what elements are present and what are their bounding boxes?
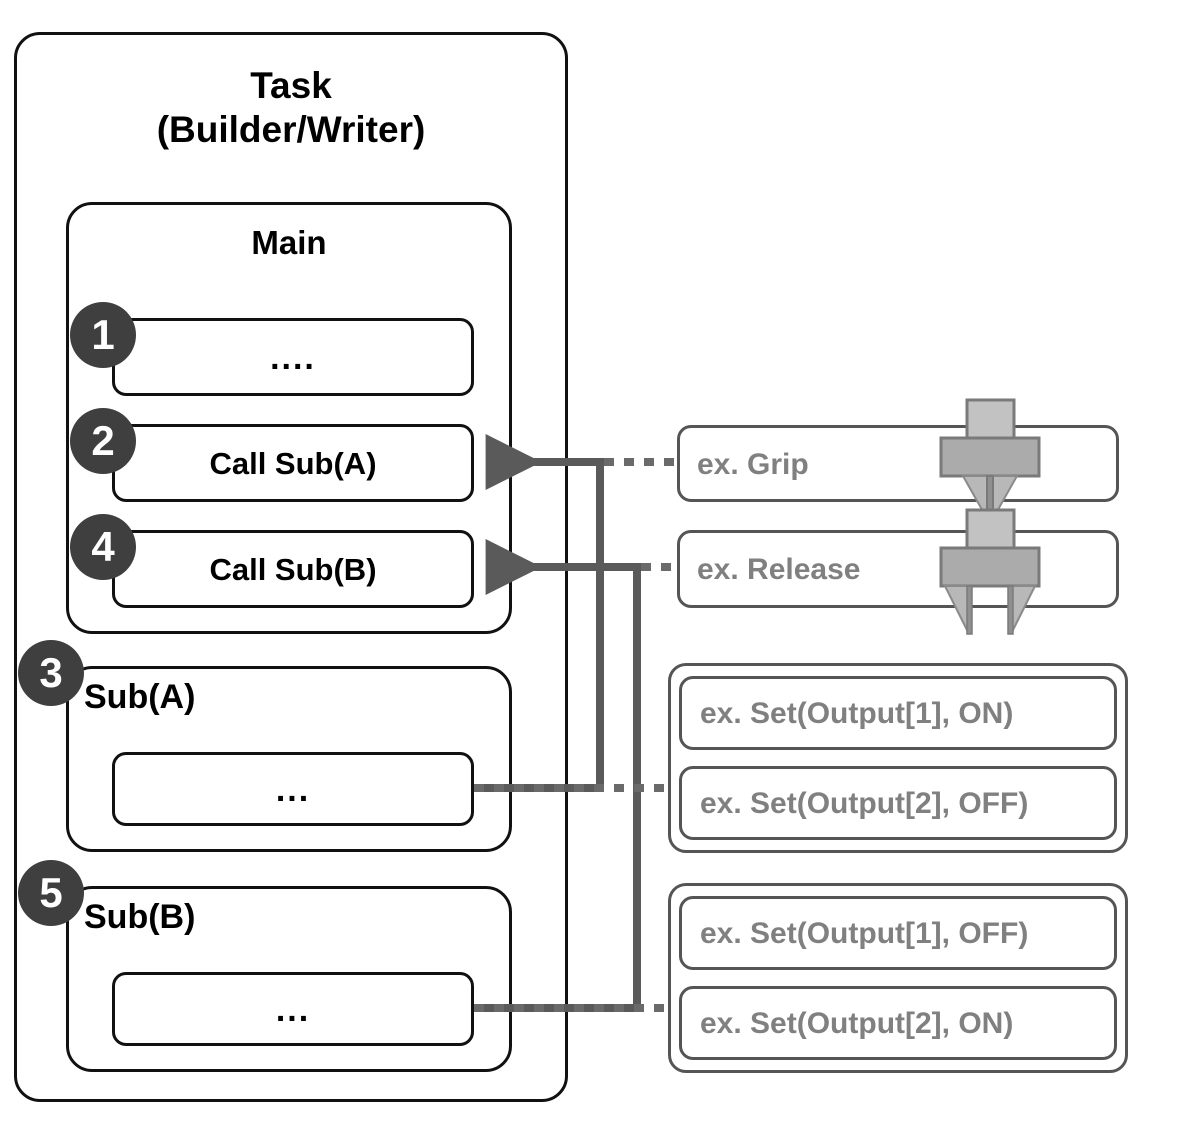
output-group-1-item-2-label: ex. Set(Output[2], OFF)	[700, 787, 1029, 820]
example-release-box[interactable]	[677, 530, 1119, 608]
output-group-2-item-2-label: ex. Set(Output[2], ON)	[700, 1007, 1014, 1040]
output-group-2-item-1-label: ex. Set(Output[1], OFF)	[700, 917, 1029, 950]
output-group-1-item-2[interactable]	[679, 766, 1117, 840]
output-group-1	[668, 663, 1128, 853]
example-grip-label: ex. Grip	[697, 448, 809, 481]
main-step-4-label: Call Sub(B)	[209, 552, 377, 587]
sub-b-title: Sub(B)	[84, 898, 196, 936]
output-group-1-item-1-label: ex. Set(Output[1], ON)	[700, 697, 1014, 730]
task-title-line1: Task	[250, 65, 332, 106]
step-badge-5: 5	[18, 860, 84, 926]
task-panel-title: Task (Builder/Writer)	[14, 64, 568, 151]
step-badge-2: 2	[70, 408, 136, 474]
sub-a-body[interactable]	[112, 752, 474, 826]
sub-a-title: Sub(A)	[84, 678, 196, 716]
step-badge-1: 1	[70, 302, 136, 368]
output-group-2	[668, 883, 1128, 1073]
example-release-label: ex. Release	[697, 553, 861, 586]
task-title-line2: (Builder/Writer)	[156, 108, 426, 150]
sub-b-body-label: ...	[275, 991, 311, 1029]
output-group-2-item-1[interactable]	[679, 896, 1117, 970]
output-group-2-item-2[interactable]	[679, 986, 1117, 1060]
output-group-1-item-1[interactable]	[679, 676, 1117, 750]
main-title: Main	[251, 224, 327, 261]
example-grip-box[interactable]	[677, 425, 1119, 502]
main-step-2-label: Call Sub(A)	[209, 446, 377, 481]
gripper-closed-icon	[939, 398, 1041, 526]
sub-a-body-label: ...	[275, 771, 311, 809]
gripper-open-icon	[939, 508, 1041, 635]
main-step-1-label: ....	[270, 339, 316, 377]
step-badge-3: 3	[18, 640, 84, 706]
main-section	[66, 202, 512, 634]
step-badge-4: 4	[70, 514, 136, 580]
sub-b-body[interactable]	[112, 972, 474, 1046]
